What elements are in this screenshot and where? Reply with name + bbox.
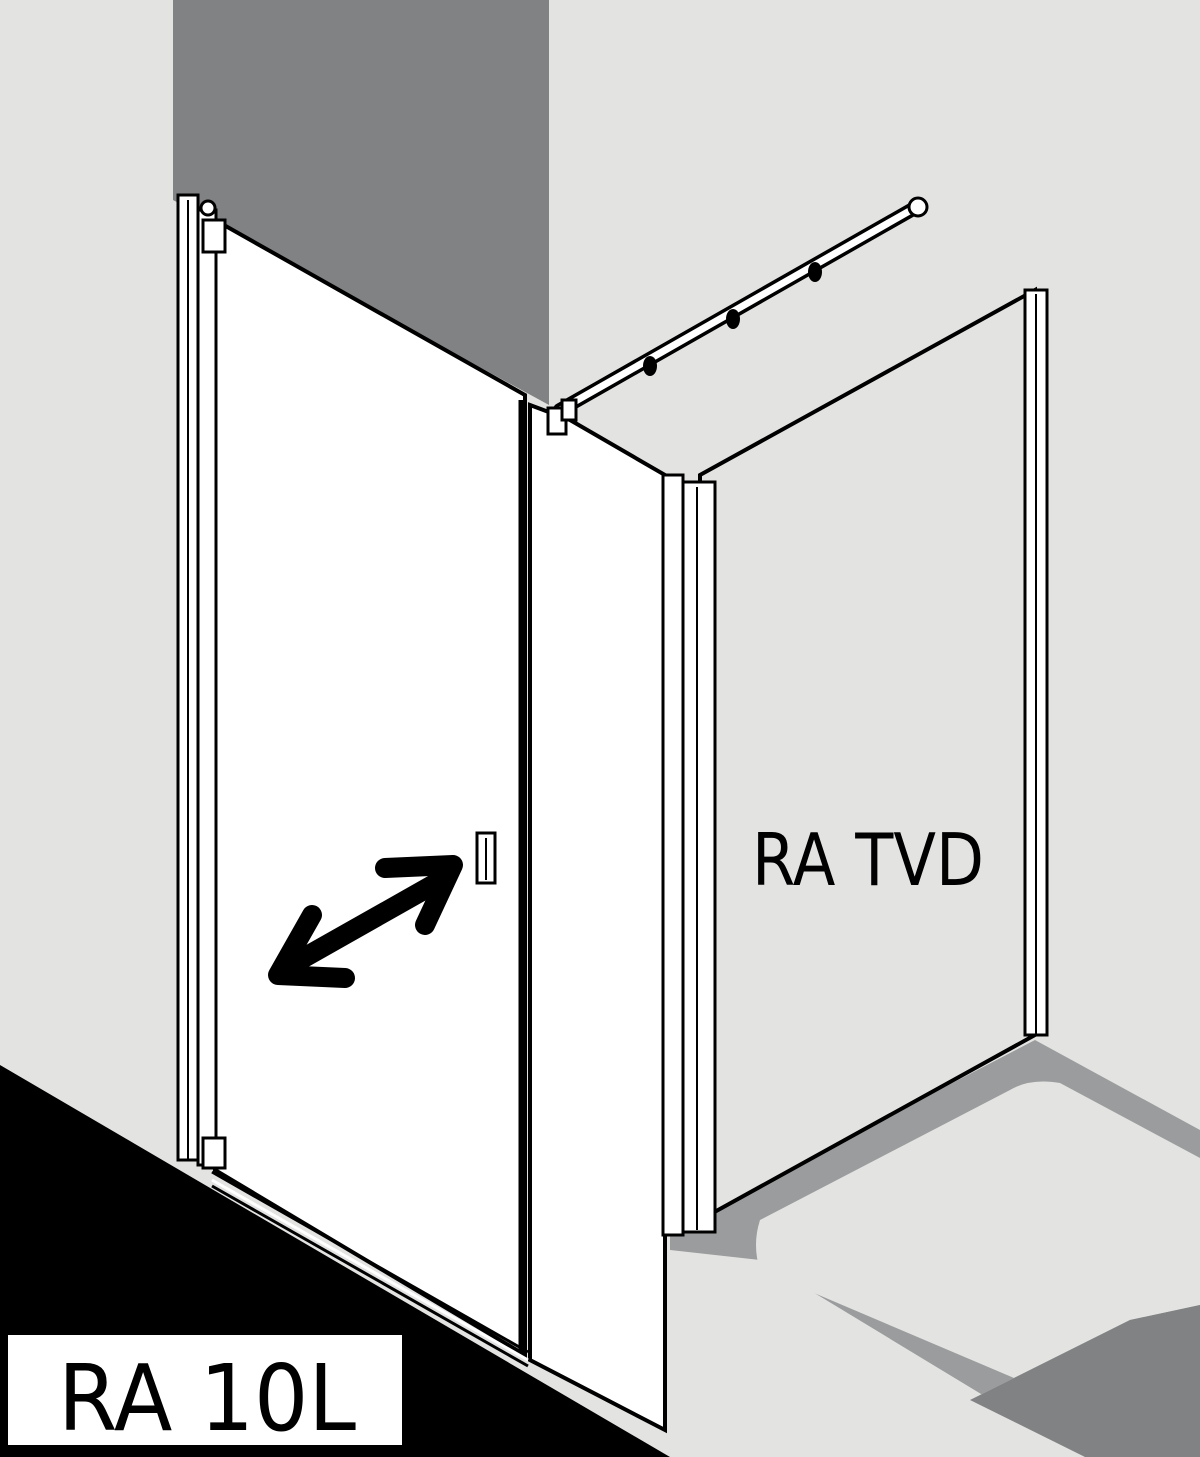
stabilizer-bar (553, 196, 929, 417)
door-glass (213, 216, 527, 1359)
door-label-box (8, 1335, 402, 1445)
wall-profile-left-of-panel (661, 473, 717, 1237)
door-wall-profile (176, 193, 218, 1167)
bottom-hinge (201, 1136, 227, 1170)
shower-tray-surface (756, 1081, 1200, 1457)
panel-label: RA TVD (752, 818, 984, 902)
top-hinge (199, 199, 227, 254)
handle-icon (475, 831, 497, 885)
corner-bracket (546, 398, 578, 436)
front-fixed-panel (528, 402, 667, 1434)
wall-recess-shadow (173, 0, 549, 405)
double-arrow-icon (268, 855, 463, 988)
door-label: RA 10L (58, 1345, 356, 1452)
side-panel-profile-right (1023, 288, 1049, 1037)
door-bottom-seal (211, 1170, 529, 1368)
tray-corner-shadow (970, 1305, 1200, 1457)
